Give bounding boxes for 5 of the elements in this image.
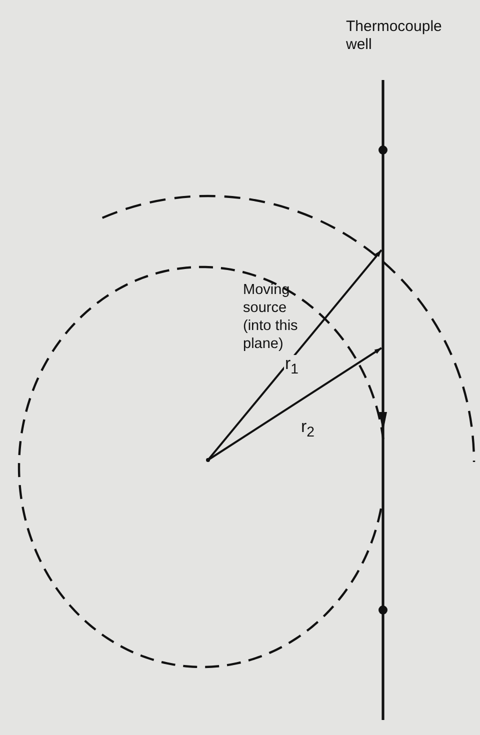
source-point: [204, 456, 212, 464]
node-label: Thermocouple well: [346, 18, 443, 54]
radius-arrow: [207, 347, 382, 461]
radius-arrow: [207, 249, 382, 461]
source-label: Moving source (into this plane): [243, 281, 299, 353]
